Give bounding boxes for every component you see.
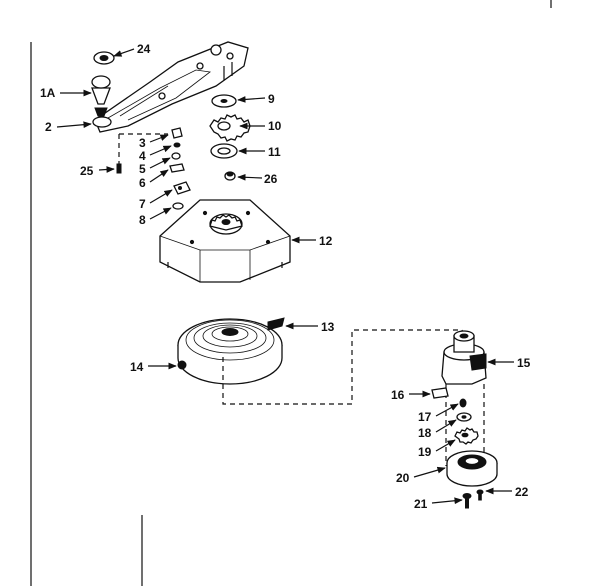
small-hardware-group <box>169 127 191 210</box>
callout-4: 4 <box>139 149 146 163</box>
callout-13: 13 <box>321 320 335 334</box>
leader-lines <box>56 48 514 505</box>
arm-assembly-drawing <box>91 41 249 133</box>
callout-22: 22 <box>515 485 529 499</box>
callout-5: 5 <box>139 162 146 176</box>
callout-15: 15 <box>517 356 531 370</box>
callout-18: 18 <box>418 426 432 440</box>
part-19-gear <box>454 427 479 445</box>
callout-3: 3 <box>139 136 146 150</box>
callout-21: 21 <box>414 497 428 511</box>
part-16-pawl <box>431 387 449 399</box>
callout-14: 14 <box>130 360 144 374</box>
part-15-starter-cup <box>441 330 487 385</box>
callout-7: 7 <box>139 197 146 211</box>
part-18-washer <box>456 412 472 422</box>
part-20-hub <box>446 450 498 487</box>
part-14-screw <box>177 360 187 370</box>
callout-19: 19 <box>418 445 432 459</box>
callout-24: 24 <box>137 42 151 56</box>
part-12-housing <box>159 199 291 283</box>
callout-1a: 1A <box>40 86 56 100</box>
part-25-screw <box>116 163 122 174</box>
callout-12: 12 <box>319 234 333 248</box>
callout-26: 26 <box>264 172 278 186</box>
callout-17: 17 <box>418 410 432 424</box>
part-9-washer <box>211 94 237 108</box>
callout-9: 9 <box>268 92 275 106</box>
callout-6: 6 <box>139 176 146 190</box>
part-10-gear <box>209 114 251 142</box>
callout-11: 11 <box>268 145 281 159</box>
part-13-spring-housing <box>177 317 285 385</box>
callout-16: 16 <box>391 388 405 402</box>
part-17-pin <box>459 398 467 408</box>
part-26-spacer <box>224 171 236 181</box>
part-22-screw <box>476 489 484 501</box>
callout-8: 8 <box>139 213 146 227</box>
callout-20: 20 <box>396 471 410 485</box>
callout-10: 10 <box>268 119 282 133</box>
callout-2: 2 <box>45 120 52 134</box>
part-11-washer <box>210 143 238 159</box>
callout-25: 25 <box>80 164 94 178</box>
part-21-screw <box>462 493 472 509</box>
part-24-washer <box>93 51 115 65</box>
